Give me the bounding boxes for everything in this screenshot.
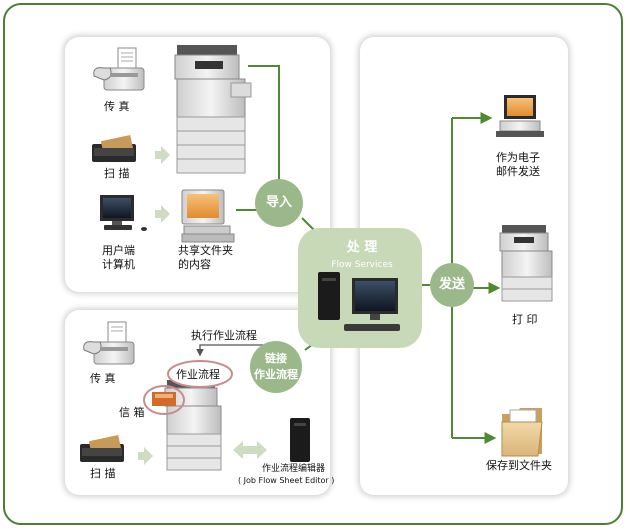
import-bubble-label: 导入 — [265, 195, 292, 210]
send-bubble-label: 发送 — [438, 277, 465, 292]
flow-arrows — [138, 146, 267, 465]
print-label: 打 印 — [512, 313, 538, 326]
email-pc-icon — [496, 95, 544, 137]
link-bubble-label-1: 链接 — [265, 352, 287, 365]
exec-workflow-label: 执行作业流程 — [191, 329, 257, 342]
mailbox-label: 信 箱 — [119, 406, 145, 419]
server-pc-icon — [318, 272, 400, 331]
hub-subtitle: Flow Services — [331, 260, 393, 270]
workflow-oval — [167, 360, 233, 388]
arrow-scan — [155, 146, 170, 164]
editor-server-icon — [290, 418, 310, 462]
link-bubble — [250, 341, 302, 393]
send-bubble — [430, 263, 474, 307]
printer-icon — [499, 225, 553, 302]
arrow-editor — [233, 441, 267, 459]
mfp-printer-icon — [174, 45, 252, 174]
scanner-icon — [92, 135, 136, 162]
fax-icon — [93, 47, 145, 91]
share-label-2: 的内容 — [178, 258, 211, 271]
pc-icon — [100, 195, 147, 231]
fax-icon — [83, 321, 135, 365]
hub-title: 处 理 — [346, 240, 378, 255]
email-label-2: 邮件发送 — [496, 165, 540, 178]
shared-folder-pc-icon — [181, 189, 235, 243]
arrow-bottom-scan — [138, 447, 153, 465]
editor-label-1: 作业流程编辑器 — [262, 464, 326, 474]
scan-label: 扫 描 — [104, 167, 130, 180]
pc-label-2: 计算机 — [102, 258, 135, 271]
scan-label-bottom: 扫 描 — [90, 467, 116, 480]
import-bubble — [255, 179, 303, 227]
share-label-1: 共享文件夹 — [178, 244, 233, 257]
pc-label-1: 用户端 — [102, 244, 135, 257]
scanner-icon — [80, 435, 124, 462]
email-label-1: 作为电子 — [496, 151, 540, 164]
folder-icon — [501, 408, 543, 457]
arrow-pc — [155, 205, 170, 223]
fax-label: 传 真 — [104, 100, 130, 113]
editor-label-2: ( Job Flow Sheet Editor ) — [238, 476, 335, 485]
workflow-label: 作业流程 — [176, 368, 220, 381]
fax-label-bottom: 传 真 — [90, 372, 116, 385]
folder-label: 保存到文件夹 — [486, 459, 552, 472]
mailbox-icon — [143, 385, 185, 415]
link-bubble-label-2: 作业流程 — [254, 368, 298, 381]
